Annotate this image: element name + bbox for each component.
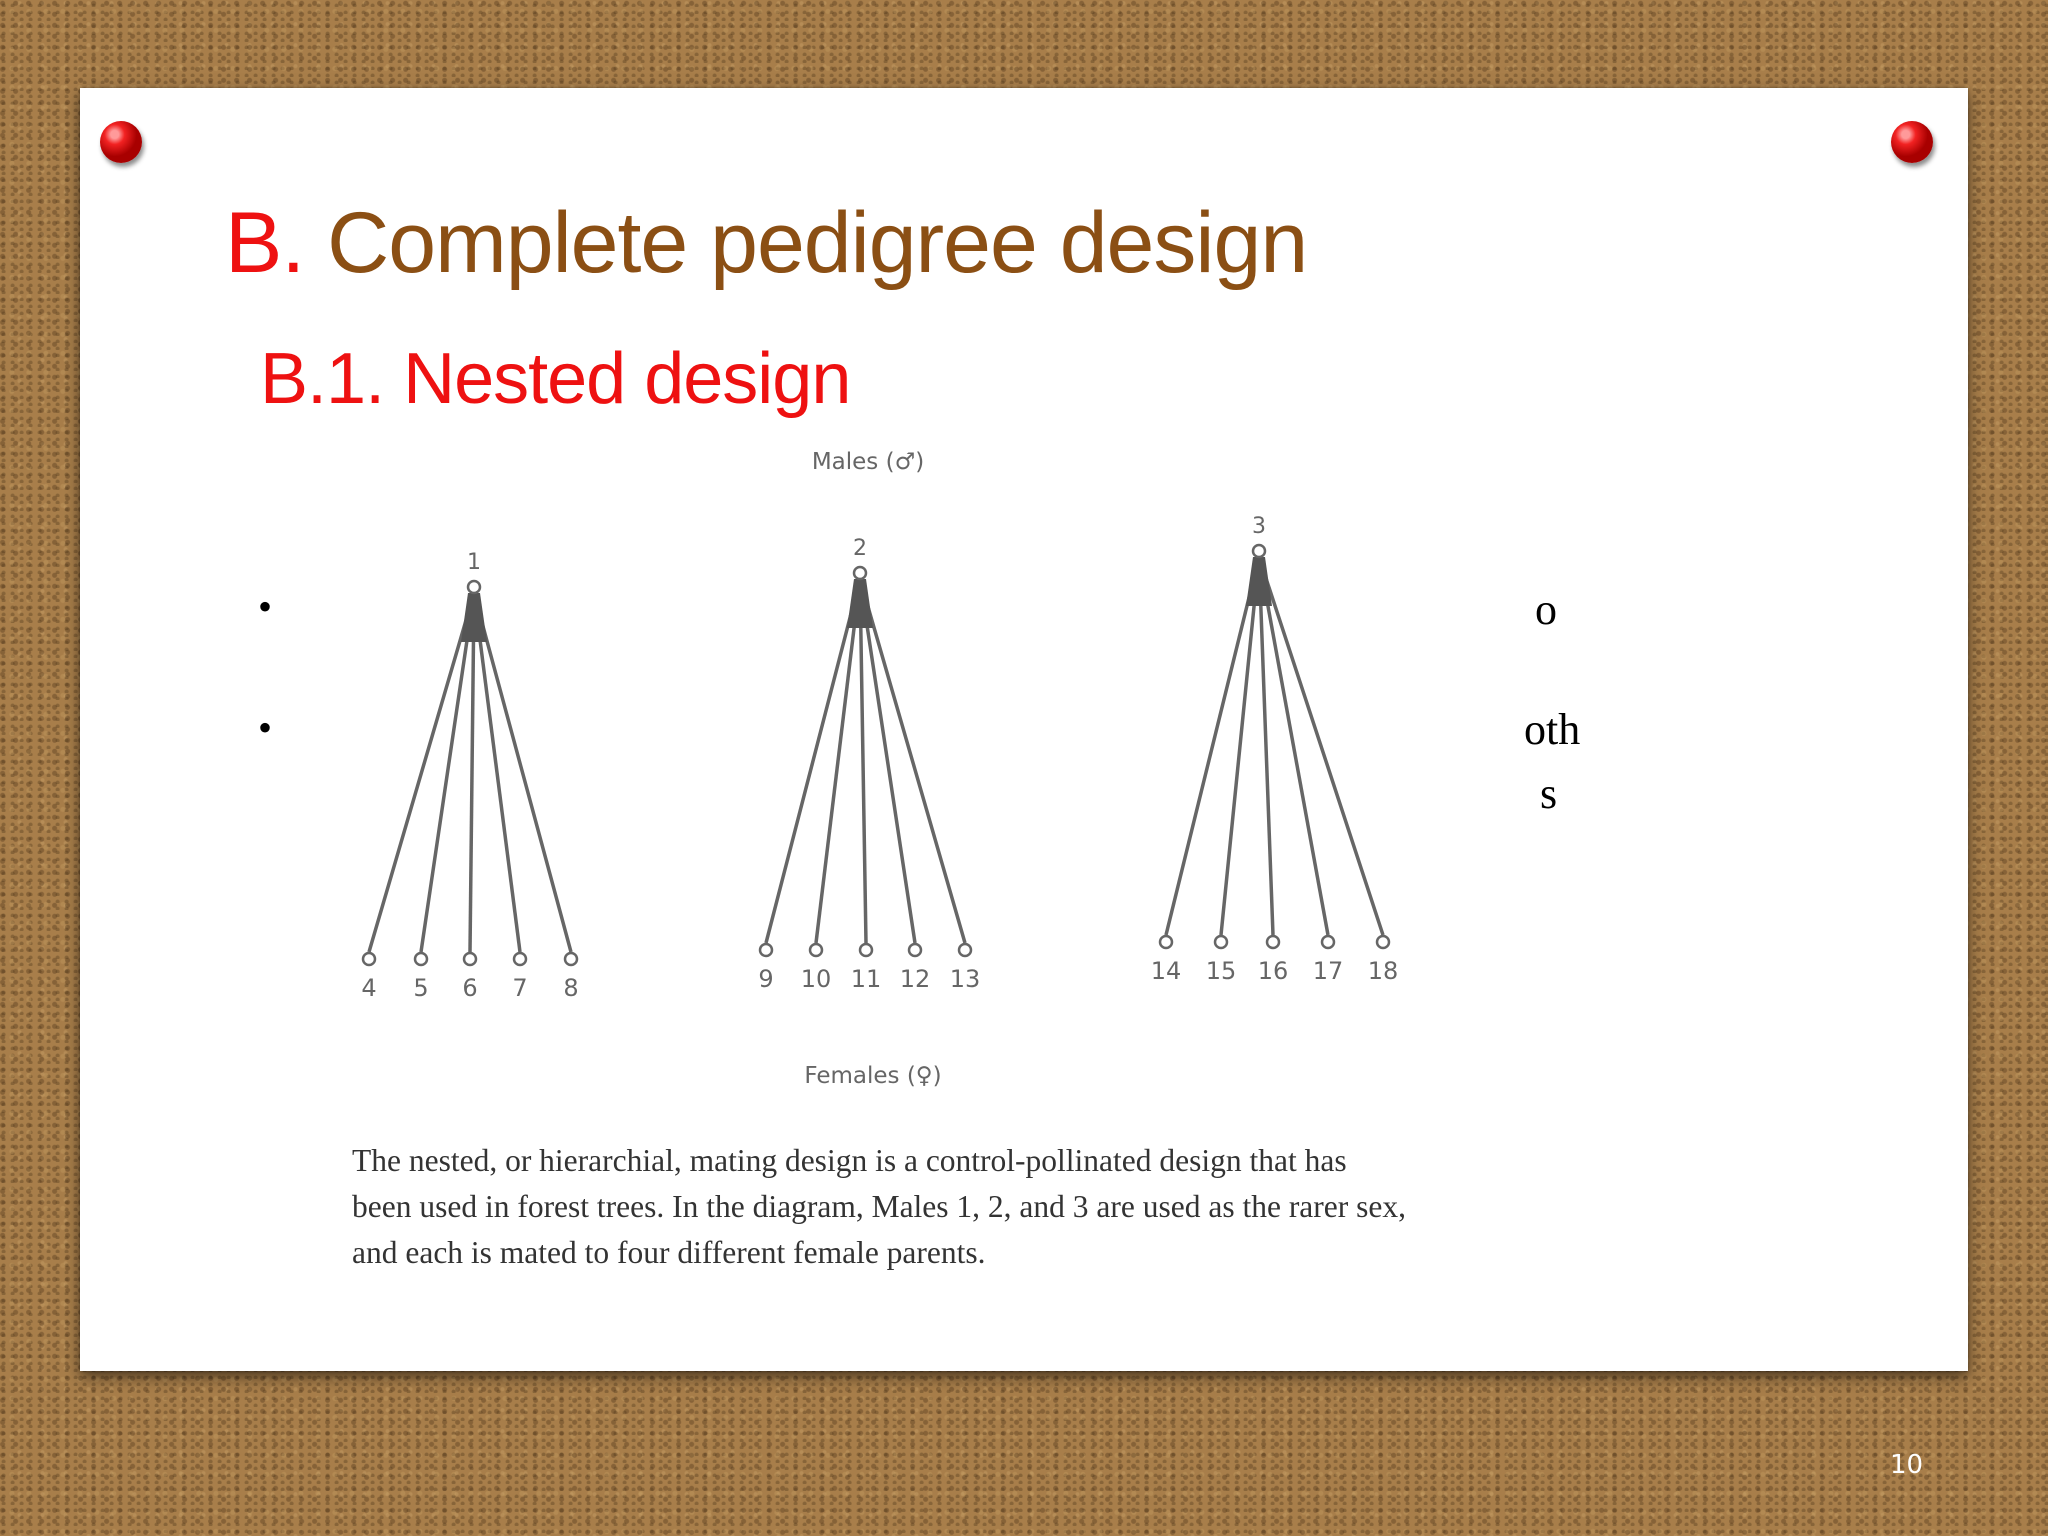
mating-line: [1219, 556, 1261, 936]
occluded-text-fragment: s: [1540, 769, 1558, 818]
mating-line: [764, 578, 862, 944]
female-label: 16: [1258, 957, 1289, 985]
mating-line: [1257, 556, 1385, 936]
female-node: [957, 942, 973, 958]
mating-line: [468, 592, 476, 953]
male-node: [466, 579, 482, 595]
mating-group-3: 3 14 15 16 17 18: [1151, 514, 1399, 985]
female-node: [563, 951, 579, 967]
slide-title: B. Complete pedigree design: [225, 200, 1308, 286]
female-node: [361, 951, 377, 967]
female-label: 18: [1368, 957, 1399, 985]
female-node: [907, 942, 923, 958]
male-label: 3: [1252, 514, 1266, 539]
mating-line: [367, 592, 476, 953]
female-label: 17: [1313, 957, 1344, 985]
female-node: [1213, 934, 1229, 950]
female-label: 14: [1151, 957, 1182, 985]
female-node: [462, 951, 478, 967]
female-node: [1375, 934, 1391, 950]
female-label: 9: [758, 965, 773, 993]
occluded-text-fragment: o: [1535, 585, 1557, 634]
female-label: 12: [900, 965, 931, 993]
female-label: 5: [413, 974, 428, 1002]
female-node: [512, 951, 528, 967]
male-label: 1: [467, 550, 481, 575]
line-convergence: [461, 593, 487, 642]
mating-line: [858, 578, 868, 944]
mating-line: [419, 592, 476, 953]
female-label: 8: [563, 974, 578, 1002]
slide-subtitle: B.1. Nested design: [260, 339, 851, 419]
female-node: [858, 942, 874, 958]
female-node: [1265, 934, 1281, 950]
female-node: [1320, 934, 1336, 950]
mating-line: [858, 578, 917, 944]
mating-line: [1257, 556, 1330, 936]
female-label: 7: [512, 974, 527, 1002]
female-node: [808, 942, 824, 958]
bullet-marker: •: [258, 584, 273, 629]
mating-group-2: 2 9 10 11 12 13: [758, 536, 980, 993]
occluded-text-fragment: oth: [1524, 705, 1581, 754]
slide-number: 10: [1890, 1450, 1924, 1480]
mating-line: [472, 592, 522, 953]
female-label: 13: [950, 965, 981, 993]
male-node: [852, 565, 868, 581]
pushpin-icon: [1891, 121, 1933, 163]
mating-line: [472, 592, 573, 953]
mating-line: [1257, 556, 1275, 936]
female-label: 15: [1206, 957, 1237, 985]
female-label: 4: [361, 974, 376, 1002]
female-node: [1158, 934, 1174, 950]
bullet-marker: •: [258, 705, 273, 750]
male-label: 2: [853, 536, 867, 561]
line-convergence: [847, 579, 873, 628]
female-label: 11: [851, 965, 882, 993]
males-label: Males (♂): [812, 449, 924, 475]
mating-line: [1164, 556, 1261, 936]
female-label: 6: [462, 974, 477, 1002]
pushpin-icon: [100, 121, 142, 163]
title-main: Complete pedigree design: [304, 195, 1308, 291]
females-label: Females (♀): [804, 1063, 941, 1089]
title-prefix: B.: [225, 195, 305, 291]
mating-group-1: 1 4 5 6 7 8: [361, 550, 578, 1002]
female-node: [758, 942, 774, 958]
mating-line: [814, 578, 862, 944]
line-convergence: [1246, 557, 1272, 606]
female-node: [413, 951, 429, 967]
female-label: 10: [801, 965, 832, 993]
male-node: [1251, 543, 1267, 559]
mating-line: [858, 578, 967, 944]
figure-caption: The nested, or hierarchial, mating desig…: [352, 1143, 1406, 1270]
